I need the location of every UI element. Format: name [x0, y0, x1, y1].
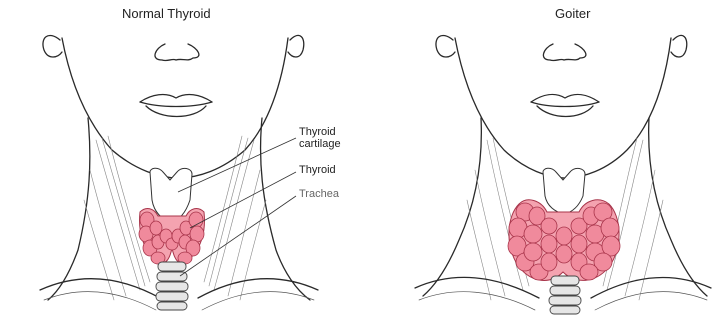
normal-thyroid-panel: Normal Thyroid: [0, 0, 358, 323]
left-ear: [43, 35, 62, 57]
cartilage-label: Thyroid cartilage: [299, 126, 341, 150]
goiter-neck-illustration: [359, 0, 717, 323]
goiter-thyroid-gland: [508, 200, 620, 281]
trachea-label: Trachea: [299, 188, 339, 200]
mouth-line: [531, 102, 599, 107]
nose: [155, 44, 199, 61]
thyroid-cartilage: [543, 168, 585, 214]
lower-lip: [537, 106, 593, 117]
normal-neck-illustration: [0, 0, 358, 323]
neck-left: [48, 118, 90, 300]
normal-thyroid-gland: [139, 209, 204, 264]
right-ear: [288, 35, 304, 57]
upper-lip: [531, 95, 599, 102]
cartilage-label-line1: Thyroid: [299, 126, 336, 138]
cartilage-label-line2: cartilage: [299, 138, 341, 150]
cartilage-leader: [178, 138, 296, 192]
upper-lip: [140, 95, 212, 102]
thyroid-label: Thyroid: [299, 164, 336, 176]
lower-lip: [146, 106, 206, 117]
normal-trachea: [156, 262, 188, 310]
left-ear: [436, 35, 455, 57]
goiter-trachea: [549, 276, 581, 314]
mouth-line: [140, 102, 212, 107]
nose: [543, 44, 585, 61]
neck-right: [649, 118, 707, 296]
right-clavicle: [198, 279, 318, 298]
right-ear: [671, 35, 687, 57]
neck-left: [423, 118, 481, 296]
goiter-panel: Goiter: [359, 0, 717, 323]
